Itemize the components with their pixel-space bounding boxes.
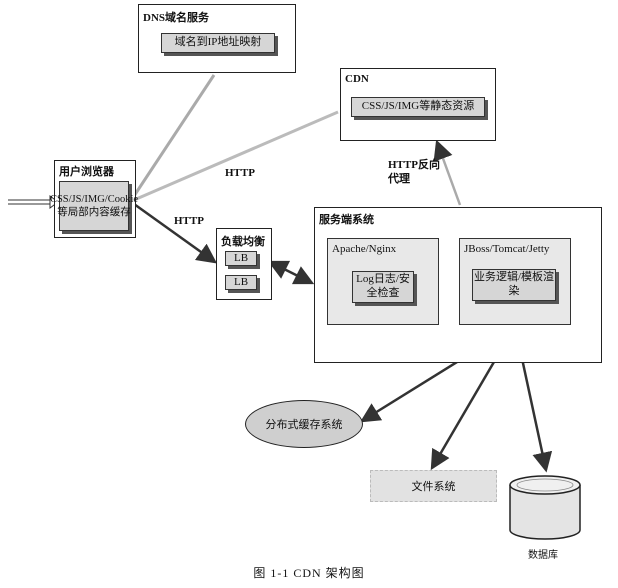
apache-item: Log日志/安全检查 (352, 271, 414, 303)
server-cdn-line (433, 139, 462, 206)
jboss-box: JBoss/Tomcat/Jetty 业务逻辑/模板渲染 (459, 238, 571, 325)
dns-item: 域名到IP地址映射 (161, 33, 275, 53)
file-system: 文件系统 (370, 470, 497, 502)
cdn-item: CSS/JS/IMG等静态资源 (351, 97, 485, 117)
http-label-2: HTTP (174, 215, 204, 227)
lb-item-2: LB (225, 275, 257, 290)
apache-box: Apache/Nginx Log日志/安全检查 (327, 238, 439, 325)
lb-server-line (267, 260, 315, 285)
figure-caption: 图 1-1 CDN 架构图 (253, 566, 365, 580)
server-title: 服务端系统 (319, 214, 374, 226)
cdn-title: CDN (345, 73, 369, 85)
lb-title: 负载均衡 (221, 236, 265, 248)
jboss-item: 业务逻辑/模板渲染 (472, 269, 556, 301)
dns-box: DNS域名服务 域名到IP地址映射 (138, 4, 296, 73)
lb-item-1: LB (225, 251, 257, 266)
browser-item: CSS/JS/IMG/Cookie等局部内容缓存 (50, 181, 138, 231)
cdn-box: CDN CSS/JS/IMG等静态资源 (340, 68, 496, 141)
http-label-1: HTTP (225, 167, 255, 179)
apache-title: Apache/Nginx (332, 243, 397, 255)
browser-lb-line (133, 202, 218, 264)
dns-title: DNS域名服务 (143, 12, 210, 24)
distributed-cache: 分布式缓存系统 (245, 400, 363, 448)
browser-box: 用户浏览器 CSS/JS/IMG/Cookie等局部内容缓存 (50, 160, 138, 238)
jboss-title: JBoss/Tomcat/Jetty (464, 243, 550, 255)
browser-dns-line (132, 74, 216, 197)
browser-title: 用户浏览器 (59, 166, 114, 178)
database-label: 数据库 (528, 550, 558, 561)
lb-box: 负载均衡 LB LB (216, 228, 272, 300)
browser-cdn-line (133, 110, 339, 202)
server-box: 服务端系统 Apache/Nginx Log日志/安全检查 JBoss/Tomc… (314, 207, 602, 363)
reverse-proxy-label: HTTP反向代理 (388, 159, 440, 186)
